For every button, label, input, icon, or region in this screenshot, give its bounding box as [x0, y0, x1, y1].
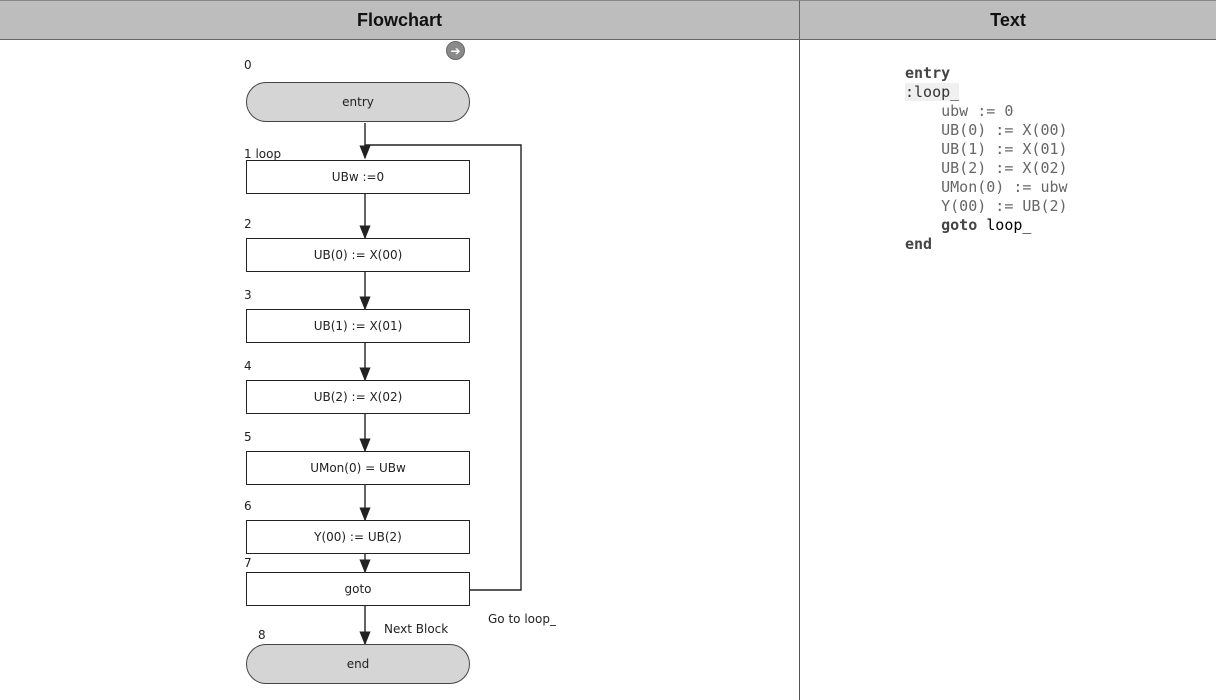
code-line-label: :loop_	[905, 83, 1068, 102]
entry-label: entry	[342, 95, 374, 109]
step-number-7: 7	[244, 556, 252, 570]
code-line-entry: entry	[905, 64, 1068, 83]
code-line: UB(0) := X(00)	[905, 121, 1068, 140]
step-number-2: 2	[244, 217, 252, 231]
step-box-4[interactable]: UB(2) := X(02)	[246, 380, 470, 414]
go-arrow-icon[interactable]: ➔	[446, 41, 465, 60]
code-line: UMon(0) := ubw	[905, 178, 1068, 197]
flowchart-connectors	[359, 123, 522, 646]
code-line-goto: goto loop_	[905, 216, 1068, 235]
step-number-0: 0	[244, 58, 252, 72]
flowchart-panel: 0 ➔ entry 1 loop UBw :=0 2 UB(0) := X(00…	[0, 40, 799, 700]
loop-label: :loop_	[905, 83, 960, 101]
step-label-2: UB(0) := X(00)	[313, 248, 403, 262]
entry-terminal[interactable]: entry	[246, 82, 470, 122]
goto-target-label: Go to loop_	[488, 612, 556, 626]
code-line-end: end	[905, 235, 1068, 254]
step-number-8: 8	[258, 628, 266, 642]
statement: ubw := 0	[941, 102, 1014, 120]
step-box-5[interactable]: UMon(0) = UBw	[246, 451, 470, 485]
step-label-5: UMon(0) = UBw	[310, 461, 406, 475]
code-line: UB(1) := X(01)	[905, 140, 1068, 159]
step-box-2[interactable]: UB(0) := X(00)	[246, 238, 470, 272]
text-column-header: Text	[799, 0, 1216, 40]
flowchart-column-header: Flowchart	[0, 0, 799, 40]
statement: UB(0) := X(00)	[941, 121, 1068, 139]
statement: UB(2) := X(02)	[941, 159, 1068, 177]
step-label-7: goto	[344, 582, 372, 596]
step-number-6: 6	[244, 499, 252, 513]
step-box-7[interactable]: goto	[246, 572, 470, 606]
code-line: ubw := 0	[905, 102, 1068, 121]
statement: Y(00) := UB(2)	[941, 197, 1068, 215]
step-box-3[interactable]: UB(1) := X(01)	[246, 309, 470, 343]
statement: UMon(0) := ubw	[941, 178, 1068, 196]
step-box-6[interactable]: Y(00) := UB(2)	[246, 520, 470, 554]
step-number-5: 5	[244, 430, 252, 444]
column-divider	[799, 40, 800, 700]
step-number-1: 1 loop	[244, 147, 282, 161]
keyword: end	[905, 235, 933, 253]
goto-loop-connector	[365, 144, 522, 591]
end-label: end	[346, 657, 370, 671]
step-number-4: 4	[244, 359, 252, 373]
next-block-label: Next Block	[384, 622, 449, 636]
step-label-1: UBw :=0	[331, 170, 385, 184]
goto-target: loop_	[977, 216, 1032, 234]
step-label-6: Y(00) := UB(2)	[314, 530, 402, 544]
step-label-3: UB(1) := X(01)	[313, 319, 403, 333]
code-listing: entry :loop_ ubw := 0 UB(0) := X(00) UB(…	[905, 64, 1068, 254]
statement: UB(1) := X(01)	[941, 140, 1068, 158]
keyword: entry	[905, 64, 951, 82]
step-label-4: UB(2) := X(02)	[313, 390, 403, 404]
end-terminal[interactable]: end	[246, 644, 470, 684]
keyword: goto	[941, 216, 978, 234]
step-box-1[interactable]: UBw :=0	[246, 160, 470, 194]
step-number-3: 3	[244, 288, 252, 302]
code-line: Y(00) := UB(2)	[905, 197, 1068, 216]
code-line: UB(2) := X(02)	[905, 159, 1068, 178]
